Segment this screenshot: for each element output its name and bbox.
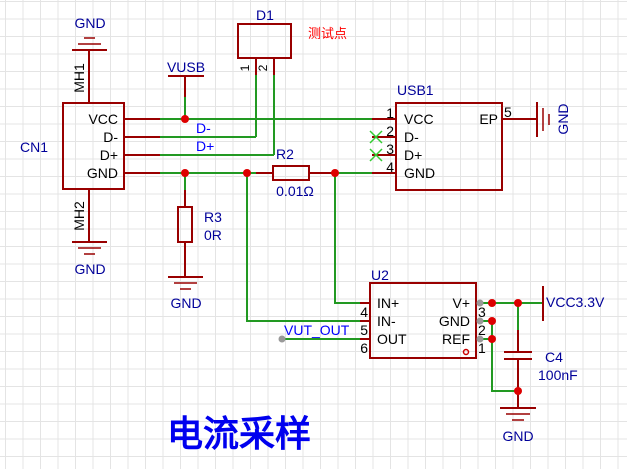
wire-gnd-ref-c4[interactable] [491,321,518,392]
u2-pin-out: OUT [377,331,407,347]
gnd-label-mh2: GND [74,261,105,277]
usb1-pin1-num: 1 [386,105,394,121]
r2-body[interactable] [272,165,310,181]
u2-pin1-num: 1 [478,340,486,356]
d1-pin2-num: 2 [256,64,270,71]
cn1-pin-vcc: VCC [88,111,118,127]
usb1-pin2-num: 2 [386,123,394,139]
d1-pin1-num: 1 [238,64,252,71]
usb1-pin-ep: EP [479,111,498,127]
gnd-label-c4: GND [502,428,533,444]
wire-in-minus[interactable] [246,173,360,322]
u2-pin4-num: 4 [360,304,368,320]
u2-pin3-num: 3 [478,304,486,320]
u2-pin-gnd: GND [439,313,470,329]
no-connect-marks [369,130,383,162]
u2-pin-vplus: V+ [452,295,470,311]
wire-in-plus[interactable] [334,173,360,304]
u2-pin2-num: 2 [478,322,486,338]
usb1-pin4-num: 4 [386,159,394,175]
usb1-body[interactable] [395,102,503,191]
c4-ref: C4 [545,349,563,365]
vut-out-label: VUT_OUT [284,322,350,338]
cn1-ref: CN1 [20,139,48,155]
wires [160,75,543,392]
u2-pin1-marker [462,348,470,356]
r2-value: 0.01Ω [276,183,314,199]
dplus-net-label: D+ [196,138,214,154]
mh1-label: MH1 [71,63,87,93]
u2-pin-ref: REF [442,331,470,347]
usb1-pin-vcc: VCC [404,111,434,127]
mh2-label: MH2 [71,201,87,231]
cn1-pin-dminus: D- [103,129,118,145]
c4-value: 100nF [538,367,578,383]
u2-pin-in-plus: IN+ [377,295,399,311]
r3-value: 0R [204,227,222,243]
page-title: 电流采样 [167,413,311,454]
cn1-body[interactable] [62,102,125,190]
u2-ref: U2 [371,267,389,283]
vcc33-label: VCC3.3V [546,294,605,310]
u2-pin-in-minus: IN- [377,313,396,329]
dminus-net-label: D- [196,120,211,136]
vusb-label: VUSB [167,59,205,75]
gnd-label-r3: GND [170,295,201,311]
gnd-label-mh1: GND [74,15,105,31]
usb1-ref: USB1 [397,82,434,98]
usb1-pin5-num: 5 [504,104,512,120]
parts [62,23,550,421]
cn1-pin-dplus: D+ [100,147,118,163]
pin-ends [278,299,484,343]
r3-body[interactable] [177,206,193,243]
d1-note: 测试点 [308,26,347,41]
d1-ref: D1 [256,7,274,23]
usb1-pin-dminus: D- [404,129,419,145]
r2-ref: R2 [276,146,294,162]
gnd-label-usb-ep: GND [555,103,571,134]
u2-pin6-num: 6 [360,340,368,356]
d1-body[interactable] [237,23,292,59]
usb1-pin-gnd: GND [404,165,435,181]
r3-ref: R3 [204,209,222,225]
junctions [181,115,522,395]
usb1-pin-dplus: D+ [404,147,422,163]
cn1-pin-gnd: GND [87,165,118,181]
usb1-pin3-num: 3 [386,141,394,157]
u2-pin5-num: 5 [360,322,368,338]
